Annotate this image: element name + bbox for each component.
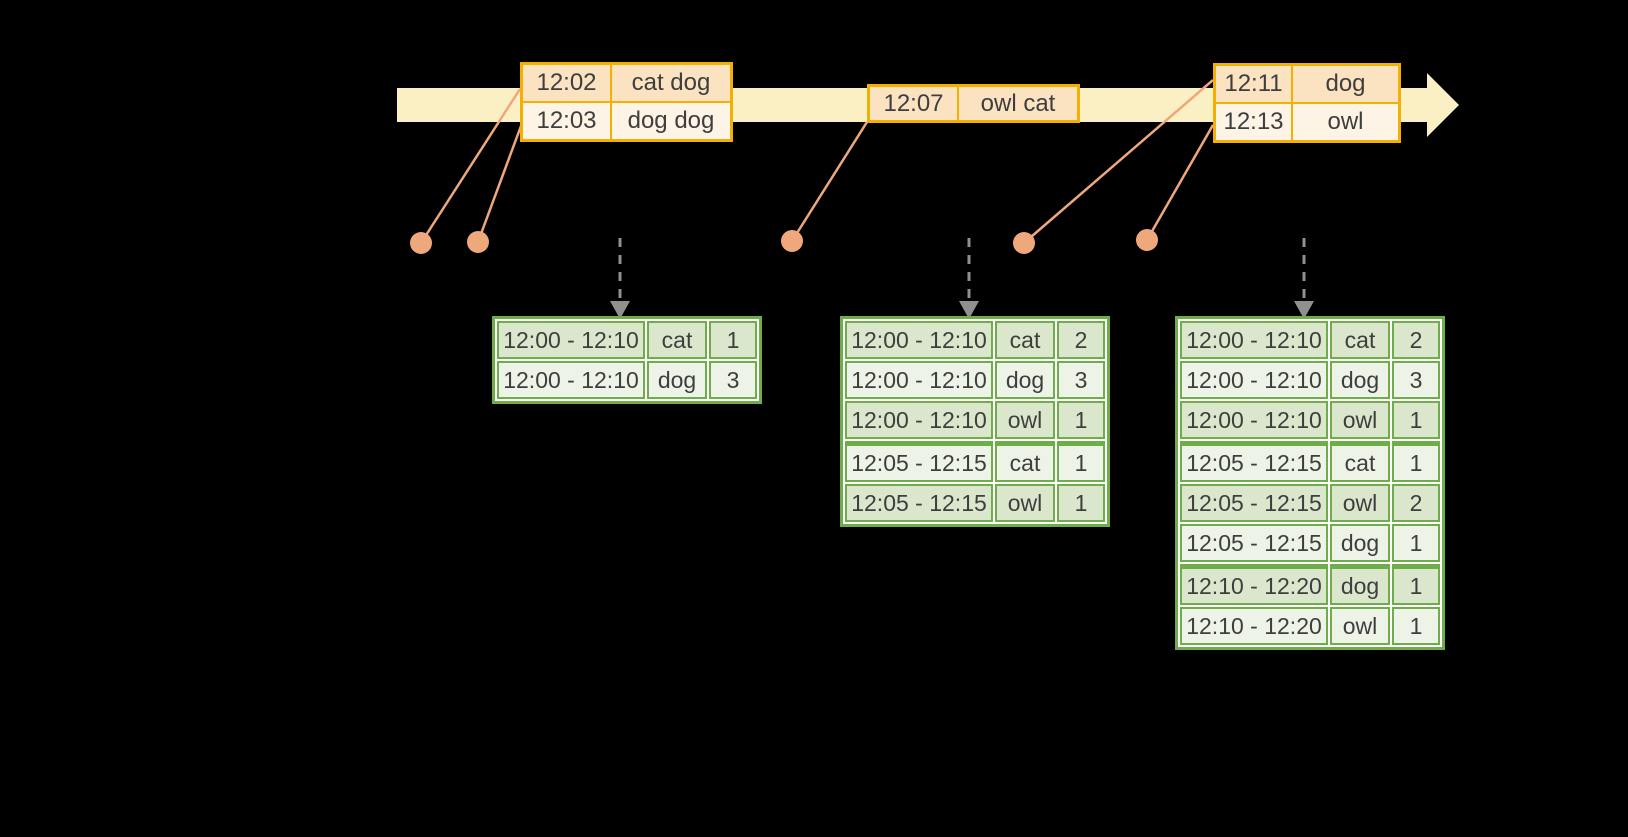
count-cell: 1: [1392, 564, 1440, 605]
table-row: 12:05 - 12:15 owl 1: [845, 484, 1105, 522]
window-cell: 12:00 - 12:10: [1180, 361, 1328, 399]
event-words-cell: owl: [1291, 102, 1401, 143]
count-cell: 2: [1392, 484, 1440, 522]
event-words-cell: cat dog: [610, 62, 733, 103]
count-cell: 3: [1057, 361, 1105, 399]
count-cell: 1: [1392, 524, 1440, 562]
event-time-cell: 12:03: [520, 101, 612, 142]
word-cell: cat: [647, 321, 707, 359]
event-connector-line: [1023, 79, 1214, 244]
word-cell: cat: [995, 441, 1055, 482]
window-cell: 12:00 - 12:10: [845, 361, 993, 399]
table-row: 12:00 - 12:10 owl 1: [1180, 401, 1440, 439]
table-row: 12:00 - 12:10 cat 1: [497, 321, 757, 359]
event-words-cell: owl cat: [957, 84, 1080, 123]
input-table-2: 12:07 owl cat: [867, 84, 1080, 123]
table-row: 12:05 - 12:15 cat 1: [845, 441, 1105, 482]
window-cell: 12:00 - 12:10: [497, 361, 645, 399]
count-cell: 3: [1392, 361, 1440, 399]
event-dot: [1013, 232, 1035, 254]
table-row: 12:13 owl: [1213, 102, 1401, 143]
trigger-arrows: [618, 238, 1306, 301]
result-table-1: 12:00 - 12:10 cat 1 12:00 - 12:10 dog 3: [492, 316, 762, 404]
word-cell: owl: [995, 484, 1055, 522]
event-time-cell: 12:07: [867, 84, 959, 123]
table-row: 12:00 - 12:10 dog 3: [497, 361, 757, 399]
window-cell: 12:05 - 12:15: [1180, 484, 1328, 522]
count-cell: 1: [709, 321, 757, 359]
window-cell: 12:10 - 12:20: [1180, 564, 1328, 605]
window-cell: 12:00 - 12:10: [845, 321, 993, 359]
input-table-1: 12:02 cat dog 12:03 dog dog: [520, 62, 733, 142]
table-row: 12:05 - 12:15 owl 2: [1180, 484, 1440, 522]
event-time-cell: 12:02: [520, 62, 612, 103]
window-cell: 12:10 - 12:20: [1180, 607, 1328, 645]
event-dot: [467, 231, 489, 253]
event-time-cell: 12:13: [1213, 102, 1293, 143]
input-table-3: 12:11 dog 12:13 owl: [1213, 63, 1401, 143]
word-cell: dog: [647, 361, 707, 399]
event-dots: [410, 229, 1158, 254]
table-row: 12:00 - 12:10 dog 3: [845, 361, 1105, 399]
table-row: 12:02 cat dog: [520, 62, 733, 103]
word-cell: owl: [995, 401, 1055, 439]
table-row: 12:05 - 12:15 cat 1: [1180, 441, 1440, 482]
trigger-arrowhead: [1294, 301, 1314, 319]
count-cell: 1: [1392, 607, 1440, 645]
event-dot: [781, 230, 803, 252]
word-cell: cat: [1330, 441, 1390, 482]
count-cell: 2: [1057, 321, 1105, 359]
count-cell: 1: [1057, 441, 1105, 482]
window-cell: 12:05 - 12:15: [845, 441, 993, 482]
trigger-arrowhead: [959, 301, 979, 319]
count-cell: 3: [709, 361, 757, 399]
window-cell: 12:00 - 12:10: [497, 321, 645, 359]
table-row: 12:00 - 12:10 cat 2: [1180, 321, 1440, 359]
trigger-arrowhead: [610, 301, 630, 319]
table-row: 12:10 - 12:20 dog 1: [1180, 564, 1440, 605]
window-cell: 12:05 - 12:15: [1180, 441, 1328, 482]
timeline-arrowhead: [1427, 73, 1459, 137]
window-cell: 12:00 - 12:10: [845, 401, 993, 439]
window-cell: 12:00 - 12:10: [1180, 401, 1328, 439]
word-cell: dog: [1330, 564, 1390, 605]
count-cell: 2: [1392, 321, 1440, 359]
event-connector-line: [476, 125, 523, 243]
word-cell: owl: [1330, 607, 1390, 645]
table-row: 12:07 owl cat: [867, 84, 1080, 123]
window-cell: 12:05 - 12:15: [845, 484, 993, 522]
table-row: 12:05 - 12:15 dog 1: [1180, 524, 1440, 562]
table-row: 12:11 dog: [1213, 63, 1401, 104]
event-dot: [410, 232, 432, 254]
table-row: 12:10 - 12:20 owl 1: [1180, 607, 1440, 645]
word-cell: dog: [995, 361, 1055, 399]
event-words-cell: dog: [1291, 63, 1401, 104]
event-connector-line: [419, 88, 522, 244]
event-connector-lines: [419, 79, 1215, 244]
word-cell: owl: [1330, 484, 1390, 522]
window-cell: 12:05 - 12:15: [1180, 524, 1328, 562]
word-cell: dog: [1330, 524, 1390, 562]
result-table-3: 12:00 - 12:10 cat 2 12:00 - 12:10 dog 3 …: [1175, 316, 1445, 650]
event-connector-line: [1145, 124, 1215, 241]
word-cell: dog: [1330, 361, 1390, 399]
window-cell: 12:00 - 12:10: [1180, 321, 1328, 359]
event-time-cell: 12:11: [1213, 63, 1293, 104]
table-row: 12:03 dog dog: [520, 101, 733, 142]
table-row: 12:00 - 12:10 owl 1: [845, 401, 1105, 439]
word-cell: cat: [1330, 321, 1390, 359]
word-cell: owl: [1330, 401, 1390, 439]
event-dot: [1136, 229, 1158, 251]
result-table-2: 12:00 - 12:10 cat 2 12:00 - 12:10 dog 3 …: [840, 316, 1110, 527]
count-cell: 1: [1057, 484, 1105, 522]
trigger-arrowheads: [610, 301, 1314, 319]
count-cell: 1: [1392, 401, 1440, 439]
event-words-cell: dog dog: [610, 101, 733, 142]
event-connector-line: [790, 121, 869, 242]
word-cell: cat: [995, 321, 1055, 359]
table-row: 12:00 - 12:10 dog 3: [1180, 361, 1440, 399]
count-cell: 1: [1057, 401, 1105, 439]
table-row: 12:00 - 12:10 cat 2: [845, 321, 1105, 359]
count-cell: 1: [1392, 441, 1440, 482]
